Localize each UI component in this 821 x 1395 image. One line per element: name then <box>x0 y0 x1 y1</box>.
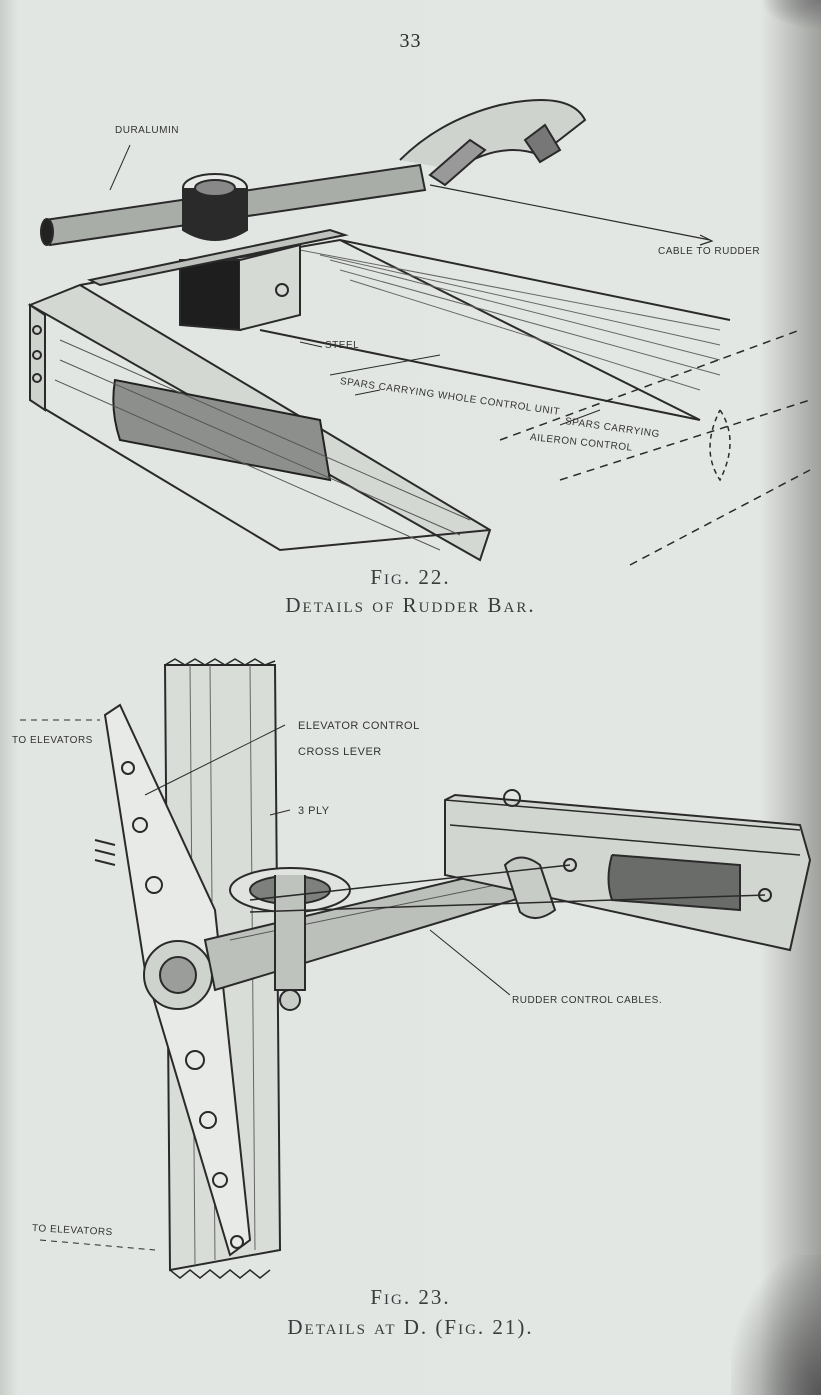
label-3-ply: 3 PLY <box>298 805 330 817</box>
page-number: 33 <box>399 30 422 52</box>
figure-22-title: Details of Rudder Bar. <box>285 593 536 617</box>
label-duralumin: DURALUMIN <box>115 125 179 136</box>
label-to-elevators-top: TO ELEVATORS <box>12 735 93 746</box>
figure-22-number: Fig. 22. <box>370 565 451 589</box>
label-cable-to-rudder: CABLE TO RUDDER <box>658 246 761 257</box>
figure-23-number: Fig. 23. <box>370 1285 451 1309</box>
figure-22-illustration <box>0 80 821 570</box>
label-rudder-control-cables: RUDDER CONTROL CABLES. <box>512 995 663 1006</box>
label-cross-lever: CROSS LEVER <box>298 746 382 758</box>
page-shadow-top <box>761 0 821 30</box>
figure-23-title: Details at D. (Fig. 21). <box>287 1315 534 1339</box>
page-shadow-corner <box>731 1255 821 1395</box>
label-steel: STEEL <box>325 340 360 351</box>
figure-23-illustration <box>0 650 821 1290</box>
label-elevator-control: ELEVATOR CONTROL <box>298 720 420 732</box>
